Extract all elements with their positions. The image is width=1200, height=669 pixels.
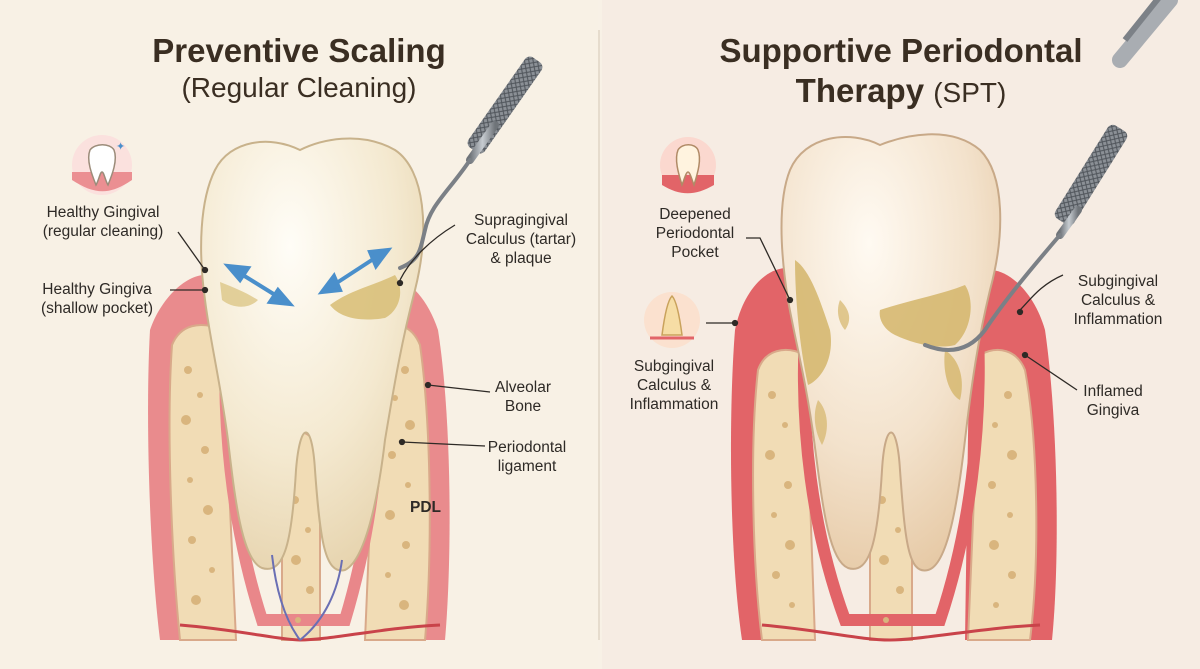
label-subgingival-left: Subgingival Calculus & Inflammation	[629, 358, 719, 413]
right-calculus	[795, 260, 831, 385]
left-alveolar-bone	[168, 324, 238, 641]
left-title: Preventive Scaling	[152, 32, 446, 69]
panel-divider	[598, 30, 600, 640]
left-arrows	[223, 247, 393, 307]
healthy-tooth-icon: ✦	[72, 135, 132, 195]
label-healthy-gingiva: Healthy Gingiva (shallow pocket)	[41, 281, 153, 317]
label-inflamed-gingiva: Inflamed Gingiva	[1083, 383, 1143, 419]
right-title: Supportive Periodontal	[719, 32, 1083, 69]
right-bone-pores	[765, 391, 1017, 623]
right-subtitle-bold: Therapy	[795, 72, 925, 109]
right-tooth	[780, 133, 1002, 572]
left-bone-pores	[181, 366, 415, 623]
right-subtitle-rest: (SPT)	[933, 77, 1007, 108]
left-calculus	[330, 275, 401, 320]
left-subtitle: (Regular Cleaning)	[181, 72, 417, 103]
right-scaler-instrument	[923, 0, 1178, 352]
label-subgingival-right: Subgingival Calculus & Inflammation	[1073, 273, 1163, 328]
left-tooth	[200, 137, 425, 572]
svg-text:✦: ✦	[116, 140, 125, 153]
label-periodontal-ligament: Periodontal ligament	[487, 439, 567, 475]
label-pdl: PDL	[410, 499, 441, 516]
right-tooth-diagram	[730, 0, 1178, 642]
leader-lines	[170, 224, 1078, 447]
left-tooth-diagram	[148, 56, 543, 642]
right-subtitle: Therapy (SPT)	[602, 72, 1200, 110]
label-deepened-pocket: Deepened Periodontal Pocket	[655, 206, 735, 261]
pocket-tooth-icon	[660, 137, 716, 194]
label-supragingival: Supragingival Calculus (tartar) & plaque	[465, 212, 577, 267]
label-alveolar-bone: Alveolar Bone	[495, 379, 551, 415]
label-healthy-gingival: Healthy Gingival (regular cleaning)	[42, 204, 164, 240]
calculus-icon	[644, 292, 700, 348]
